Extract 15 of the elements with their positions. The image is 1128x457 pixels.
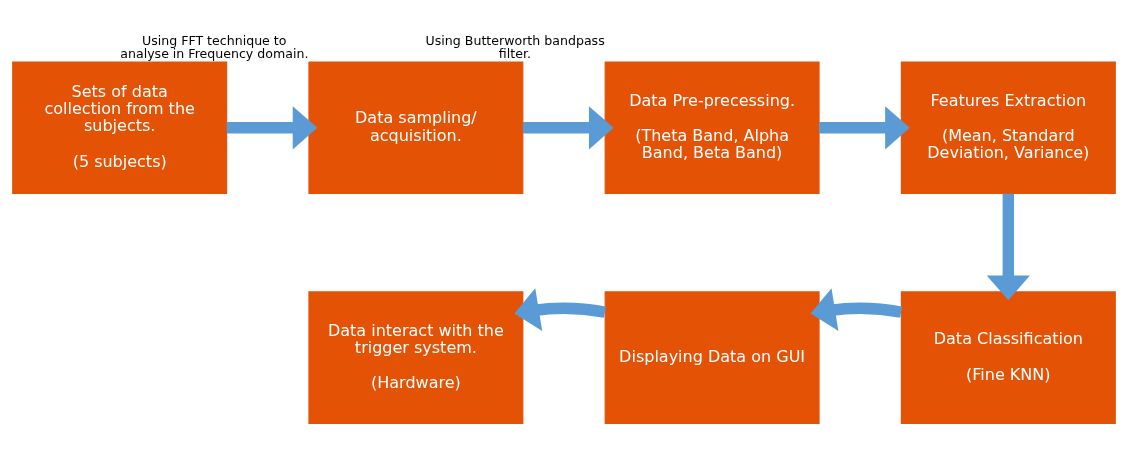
node-box: Data Classification (Fine KNN): [900, 290, 1116, 424]
node-label: Using FFT technique to analyse in Frequency domain.: [120, 32, 309, 61]
arrow: [986, 193, 1030, 300]
arrow: [514, 287, 606, 331]
arrow: [522, 105, 614, 149]
node-label: Using Butterworth bandpass filter.: [425, 32, 605, 61]
arrow: [226, 105, 318, 149]
arrow: [819, 105, 910, 149]
node-box: Data interact with the trigger system. (Hardware): [308, 290, 524, 424]
node-box: Features Extraction (Mean, Standard Deviation, Variance): [900, 60, 1116, 194]
node-box: Sets of data collection from the subjects. (5 subjects): [12, 60, 228, 194]
node-box: Data sampling/ acquisition.: [308, 60, 524, 194]
node-box: Data Pre-precessing. (Theta Band, Alpha Band, Beta Band): [604, 60, 820, 194]
node-box: Displaying Data on GUI: [604, 290, 820, 424]
arrow: [810, 287, 903, 331]
